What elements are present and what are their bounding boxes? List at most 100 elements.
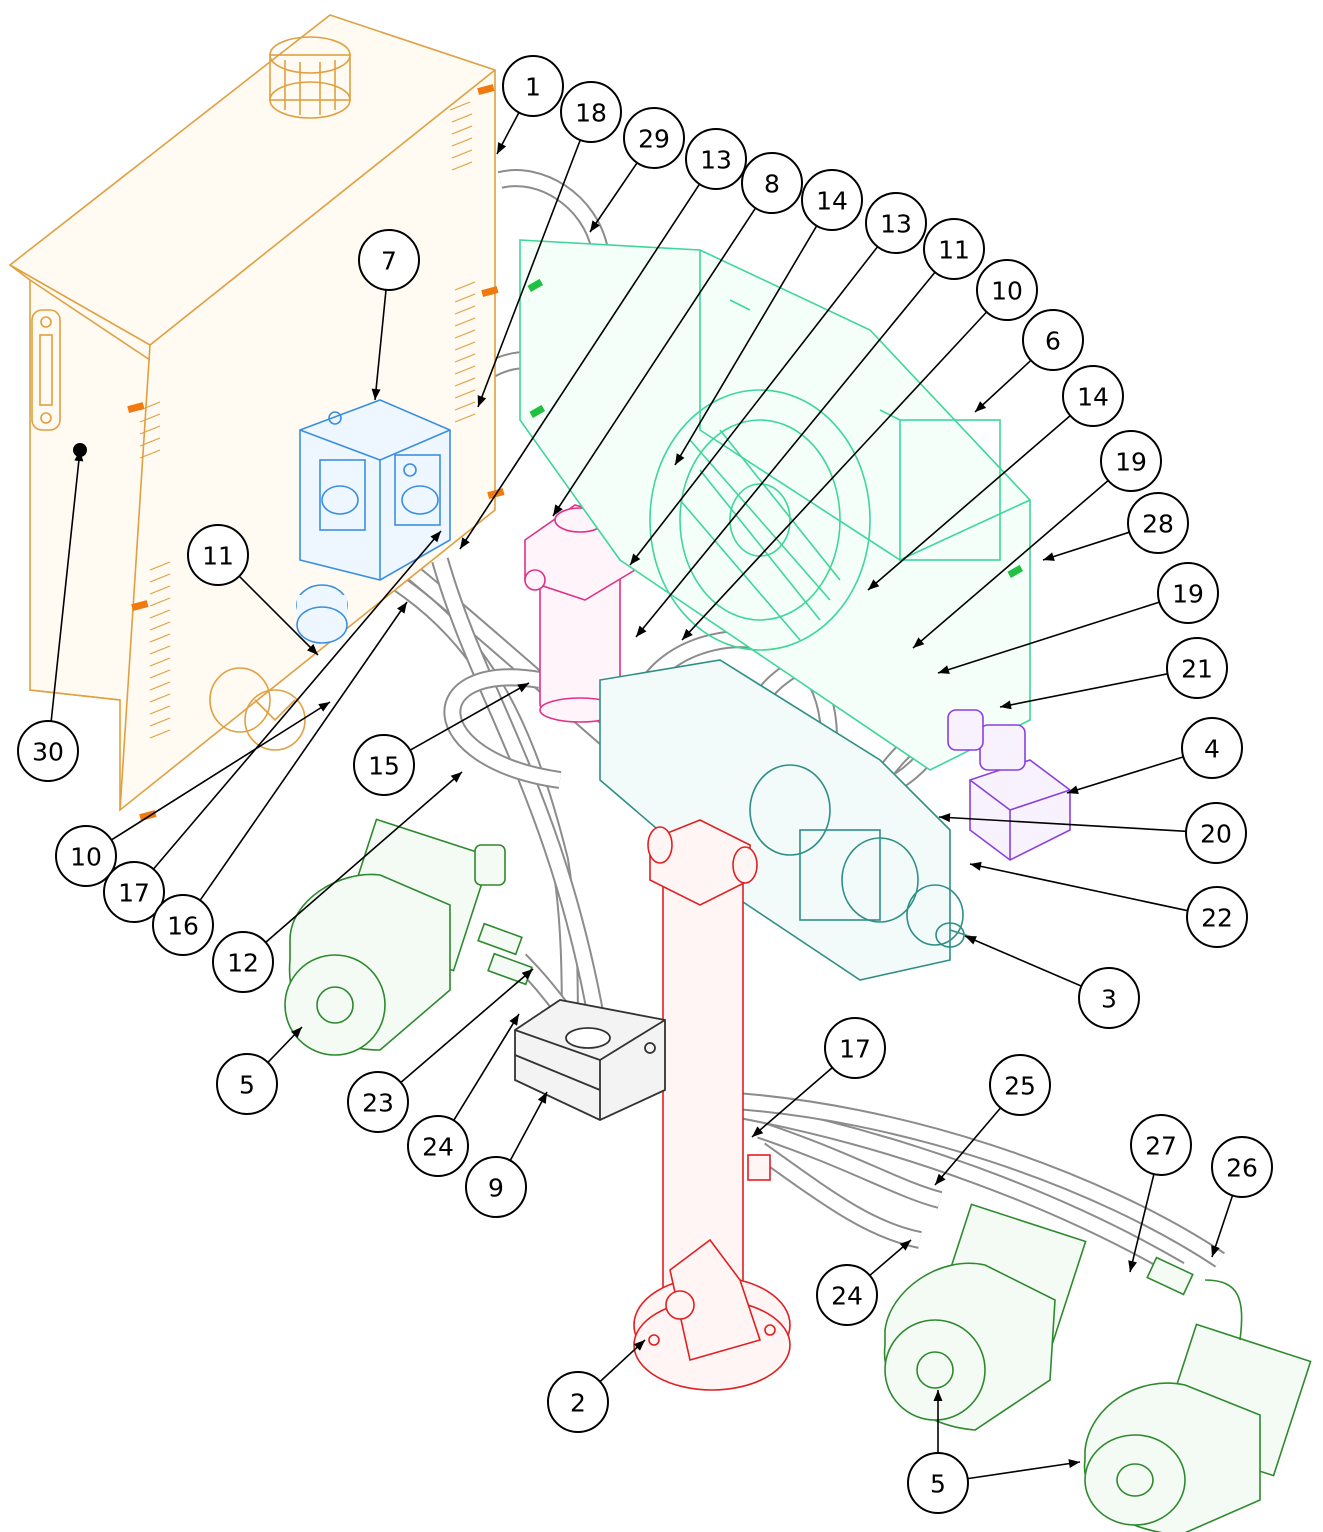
callout-3: 3 bbox=[1078, 967, 1140, 1029]
callout-19-leader bbox=[937, 601, 1160, 674]
callout-13: 13 bbox=[685, 128, 747, 190]
callout-24-arrowhead bbox=[899, 1240, 911, 1251]
callout-number: 28 bbox=[1142, 510, 1174, 539]
callout-19-arrowhead bbox=[938, 665, 950, 674]
hydraulic-tank bbox=[8, 14, 496, 812]
callout-balloon bbox=[1100, 430, 1162, 492]
callout-11-leader bbox=[635, 271, 936, 638]
callout-29-arrowhead bbox=[590, 220, 600, 232]
callout-7-leader bbox=[374, 289, 387, 401]
callout-number: 1 bbox=[525, 73, 541, 102]
callout-14-arrowhead bbox=[675, 453, 685, 465]
callout-balloon bbox=[1181, 717, 1243, 779]
callout-number: 23 bbox=[362, 1089, 394, 1118]
callout-12: 12 bbox=[212, 931, 274, 993]
callout-2-arrowhead bbox=[633, 1340, 645, 1351]
callout-8-leader bbox=[552, 207, 757, 517]
callout-21-leader bbox=[999, 673, 1168, 708]
callout-9-arrowhead bbox=[537, 1092, 547, 1104]
callout-number: 7 bbox=[381, 247, 397, 276]
callout-number: 24 bbox=[831, 1282, 863, 1311]
callout-8-arrowhead bbox=[553, 504, 563, 516]
callout-balloon bbox=[976, 259, 1038, 321]
callout-17: 17 bbox=[824, 1017, 886, 1079]
callout-16-arrowhead bbox=[397, 602, 407, 614]
callout-18-arrowhead bbox=[477, 395, 487, 407]
callout-13-leader bbox=[629, 246, 879, 566]
callout-19: 19 bbox=[1100, 430, 1162, 492]
callout-9-leader bbox=[509, 1091, 548, 1161]
callout-29: 29 bbox=[623, 107, 685, 169]
callout-14-leader bbox=[674, 225, 818, 466]
callout-14: 14 bbox=[1062, 365, 1124, 427]
callout-22-arrowhead bbox=[970, 861, 982, 871]
callout-6: 6 bbox=[1022, 309, 1084, 371]
callout-17-arrowhead bbox=[430, 531, 441, 543]
callout-number: 19 bbox=[1172, 580, 1204, 609]
callout-6-arrowhead bbox=[975, 401, 987, 412]
callout-23-arrowhead bbox=[521, 969, 533, 980]
callout-number: 25 bbox=[1004, 1072, 1036, 1101]
callout-7: 7 bbox=[358, 229, 420, 291]
callout-balloon bbox=[1166, 637, 1228, 699]
callout-number: 5 bbox=[239, 1071, 255, 1100]
callout-balloon bbox=[103, 861, 165, 923]
callout-10-arrowhead bbox=[682, 628, 693, 640]
callout-balloon bbox=[1078, 967, 1140, 1029]
callout-balloon bbox=[1022, 309, 1084, 371]
callout-17: 17 bbox=[103, 861, 165, 923]
wheel-motor-rear-right bbox=[1083, 1256, 1312, 1532]
callout-balloon bbox=[816, 1264, 878, 1326]
callout-24: 24 bbox=[816, 1264, 878, 1326]
callout-10: 10 bbox=[55, 825, 117, 887]
callout-15-leader bbox=[409, 682, 530, 751]
callout-balloon bbox=[1186, 886, 1248, 948]
callout-27: 27 bbox=[1130, 1114, 1192, 1176]
callout-number: 21 bbox=[1181, 655, 1213, 684]
callout-7-arrowhead bbox=[371, 388, 381, 400]
callout-19: 19 bbox=[1157, 562, 1219, 624]
callout-22: 22 bbox=[1186, 886, 1248, 948]
callout-15-arrowhead bbox=[517, 683, 529, 693]
callout-10: 10 bbox=[976, 259, 1038, 321]
callout-13-arrowhead bbox=[460, 537, 470, 549]
callout-30-arrowhead bbox=[74, 450, 84, 462]
callout-number: 13 bbox=[700, 146, 732, 175]
hose-clamp-block bbox=[514, 999, 666, 1121]
callout-4: 4 bbox=[1181, 717, 1243, 779]
callout-27-arrowhead bbox=[1128, 1260, 1137, 1272]
callout-18: 18 bbox=[560, 81, 622, 143]
callout-balloon bbox=[560, 81, 622, 143]
callout-20-leader bbox=[938, 816, 1187, 833]
callout-25: 25 bbox=[989, 1054, 1051, 1116]
callout-balloon bbox=[801, 169, 863, 231]
callout-1: 1 bbox=[502, 55, 564, 117]
callout-17-leader bbox=[751, 1067, 833, 1138]
callout-20: 20 bbox=[1185, 802, 1247, 864]
callout-22-leader bbox=[969, 863, 1188, 912]
callout-12-arrowhead bbox=[450, 772, 462, 783]
callout-balloon bbox=[216, 1053, 278, 1115]
callout-number: 11 bbox=[202, 542, 234, 571]
wheel-motor-front-left bbox=[284, 818, 533, 1056]
callout-balloon bbox=[465, 1156, 527, 1218]
callout-balloon bbox=[1185, 802, 1247, 864]
callout-balloon bbox=[1127, 492, 1189, 554]
hydraulic-pump bbox=[599, 659, 976, 981]
callout-number: 18 bbox=[575, 99, 607, 128]
callout-24-leader bbox=[453, 1013, 520, 1121]
wheel-motor-rear-center bbox=[883, 1203, 1087, 1431]
callout-balloon bbox=[1211, 1136, 1273, 1198]
callout-4-arrowhead bbox=[1067, 785, 1079, 795]
callout-13-leader bbox=[459, 183, 701, 550]
callout-11: 11 bbox=[923, 218, 985, 280]
callout-5-b-arrowhead bbox=[1068, 1459, 1080, 1469]
callout-number: 9 bbox=[488, 1174, 504, 1203]
callout-balloon bbox=[353, 734, 415, 796]
callout-balloon bbox=[923, 218, 985, 280]
callout-30: 30 bbox=[17, 720, 79, 782]
callout-14-arrowhead bbox=[868, 579, 880, 590]
callout-28: 28 bbox=[1127, 492, 1189, 554]
